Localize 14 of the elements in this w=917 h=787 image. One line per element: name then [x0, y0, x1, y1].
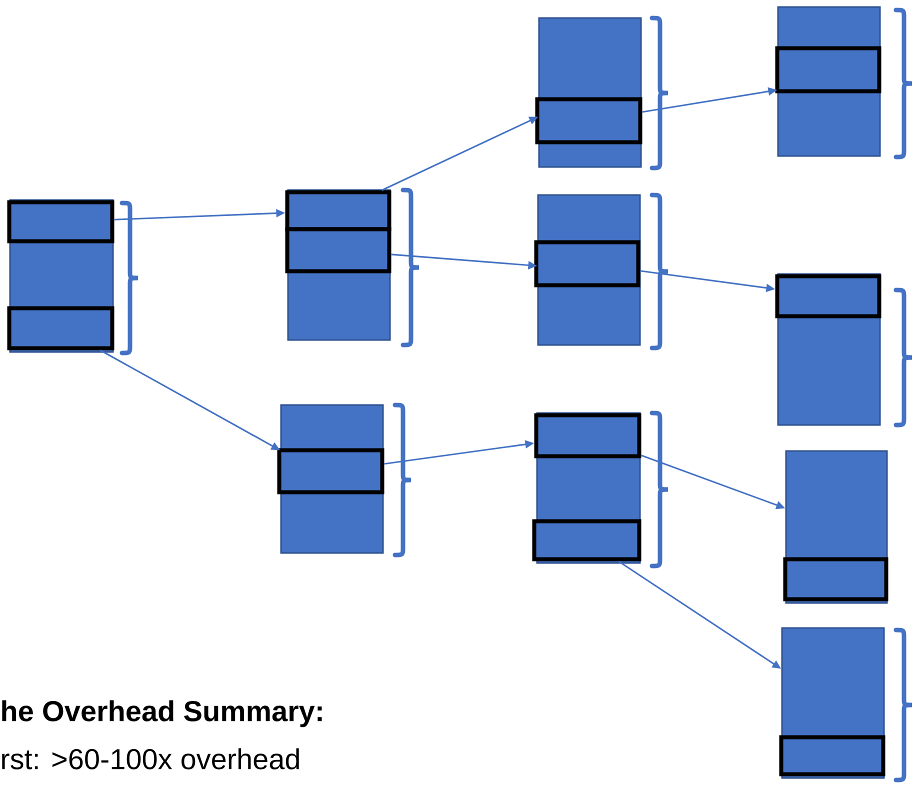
summary-text: rst: >60-100x overhead — [2, 748, 299, 770]
highlight-box — [775, 46, 882, 94]
highlight-box — [779, 735, 886, 776]
highlight-box — [535, 97, 642, 144]
heading: he Overhead Summary: — [2, 700, 322, 728]
highlight-box — [277, 448, 384, 494]
highlight-box — [534, 413, 642, 458]
highlight-box — [775, 274, 882, 318]
highlight-box — [7, 306, 114, 350]
highlight-box — [285, 227, 392, 274]
highlight-box — [534, 240, 640, 288]
highlight-box — [783, 557, 888, 602]
highlight-box — [7, 200, 114, 244]
highlight-box — [532, 519, 642, 562]
